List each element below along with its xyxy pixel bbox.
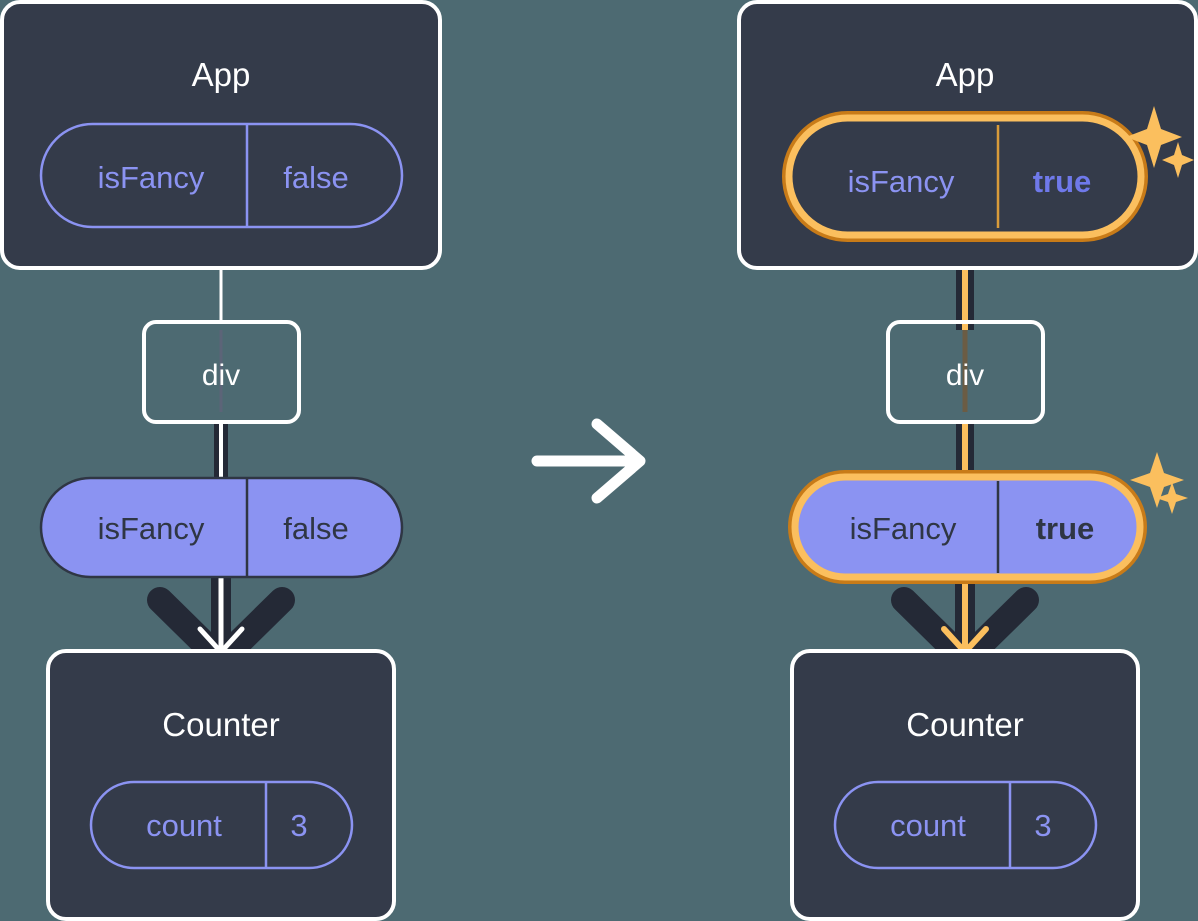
counter-card-title-before: Counter	[162, 706, 279, 743]
prop-pill-key-before: isFancy	[98, 511, 205, 546]
pill-key-before: isFancy	[98, 160, 205, 195]
app-card-title-before: App	[192, 56, 251, 93]
sparkle-icon-app-after	[1126, 106, 1194, 178]
div-box-border-before	[142, 320, 301, 424]
transition-arrow-icon	[531, 418, 646, 504]
pill-value-before: false	[283, 160, 348, 195]
pill-outline-before	[39, 122, 404, 229]
counter-state-pill-before: count 3	[89, 780, 354, 870]
counter-card-body-before	[46, 649, 396, 921]
app-state-pill-after: isFancy true	[782, 111, 1148, 242]
counter-pill-value-after: 3	[1034, 808, 1051, 843]
counter-pill-outline-after	[833, 780, 1098, 870]
app-card-title-after: App	[936, 56, 995, 93]
counter-state-pill-after: count 3	[833, 780, 1098, 870]
counter-pill-key-before: count	[146, 808, 222, 843]
prop-pill-value-after: true	[1036, 511, 1095, 546]
counter-pill-outline-before	[89, 780, 354, 870]
pill-key-after: isFancy	[848, 164, 955, 199]
pill-value-after: true	[1033, 164, 1092, 199]
prop-pill-body-before	[39, 476, 404, 579]
dom-node-div-after: div	[886, 320, 1045, 424]
counter-card-before: Counter count 3	[46, 649, 396, 921]
dom-node-div-before: div	[142, 320, 301, 424]
sparkle-icon-prop-after	[1130, 452, 1188, 514]
pill-highlight-inner-after	[785, 114, 1145, 239]
app-card-body-before	[0, 0, 442, 270]
app-card-after: App isFancy true	[737, 0, 1198, 270]
prop-pill-value-before: false	[283, 511, 348, 546]
div-box-label-after: div	[946, 359, 984, 392]
panel-before: App isFancy false div	[0, 0, 442, 921]
counter-card-title-after: Counter	[906, 706, 1023, 743]
prop-pill-highlight-inner-after	[791, 473, 1144, 581]
counter-card-body-after	[790, 649, 1140, 921]
app-card-before: App isFancy false	[0, 0, 442, 270]
app-state-pill-before: isFancy false	[39, 122, 404, 229]
prop-pill-key-after: isFancy	[850, 511, 957, 546]
prop-pill-before: isFancy false	[39, 476, 404, 579]
prop-pill-after: isFancy true	[788, 470, 1147, 584]
counter-card-after: Counter count 3	[790, 649, 1140, 921]
counter-pill-key-after: count	[890, 808, 966, 843]
counter-pill-value-before: 3	[290, 808, 307, 843]
panel-after: App isFancy true	[737, 0, 1198, 921]
div-box-label-before: div	[202, 359, 240, 392]
div-box-border-after	[886, 320, 1045, 424]
